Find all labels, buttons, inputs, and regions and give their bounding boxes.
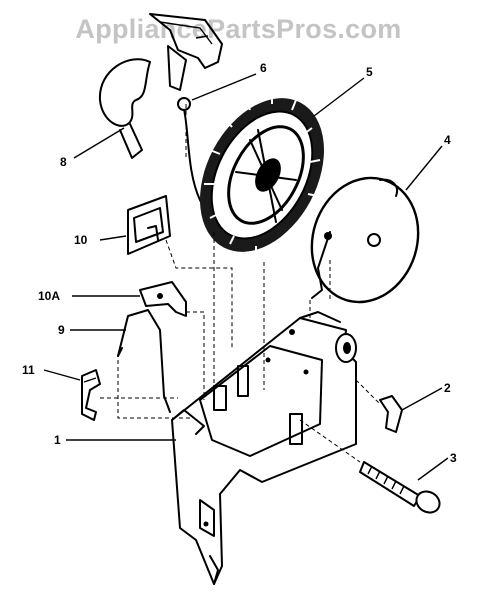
callout-11: 11 — [22, 363, 35, 377]
assembly-lines — [100, 104, 381, 463]
part-4-disc — [310, 176, 420, 304]
callout-8: 8 — [60, 155, 67, 169]
callout-2: 2 — [444, 381, 451, 395]
part-3-screw — [359, 461, 441, 514]
leader-lines — [43, 73, 449, 481]
callout-labels: 8 6 5 4 10 10A 9 11 1 2 3 — [22, 61, 457, 465]
callout-5: 5 — [366, 65, 373, 79]
callout-10: 10 — [74, 233, 88, 247]
part-5-gear-wheel — [200, 94, 324, 256]
callout-9: 9 — [58, 323, 65, 337]
part-2-small-clip — [379, 395, 403, 433]
callout-1: 1 — [54, 433, 61, 447]
watermark-text: AppliancePartsPros.com — [75, 14, 402, 44]
callout-4: 4 — [444, 133, 451, 147]
part-10-bracket — [127, 195, 171, 255]
callout-6: 6 — [260, 61, 267, 75]
part-10a-plate — [139, 281, 187, 317]
part-8-spring-wire — [98, 58, 151, 159]
part-top-clip — [149, 13, 223, 91]
part-1-main-frame — [171, 311, 357, 585]
part-9-wire-spring — [117, 309, 171, 413]
callout-10a: 10A — [38, 289, 60, 303]
callout-3: 3 — [450, 451, 457, 465]
part-11-clip — [81, 369, 101, 421]
